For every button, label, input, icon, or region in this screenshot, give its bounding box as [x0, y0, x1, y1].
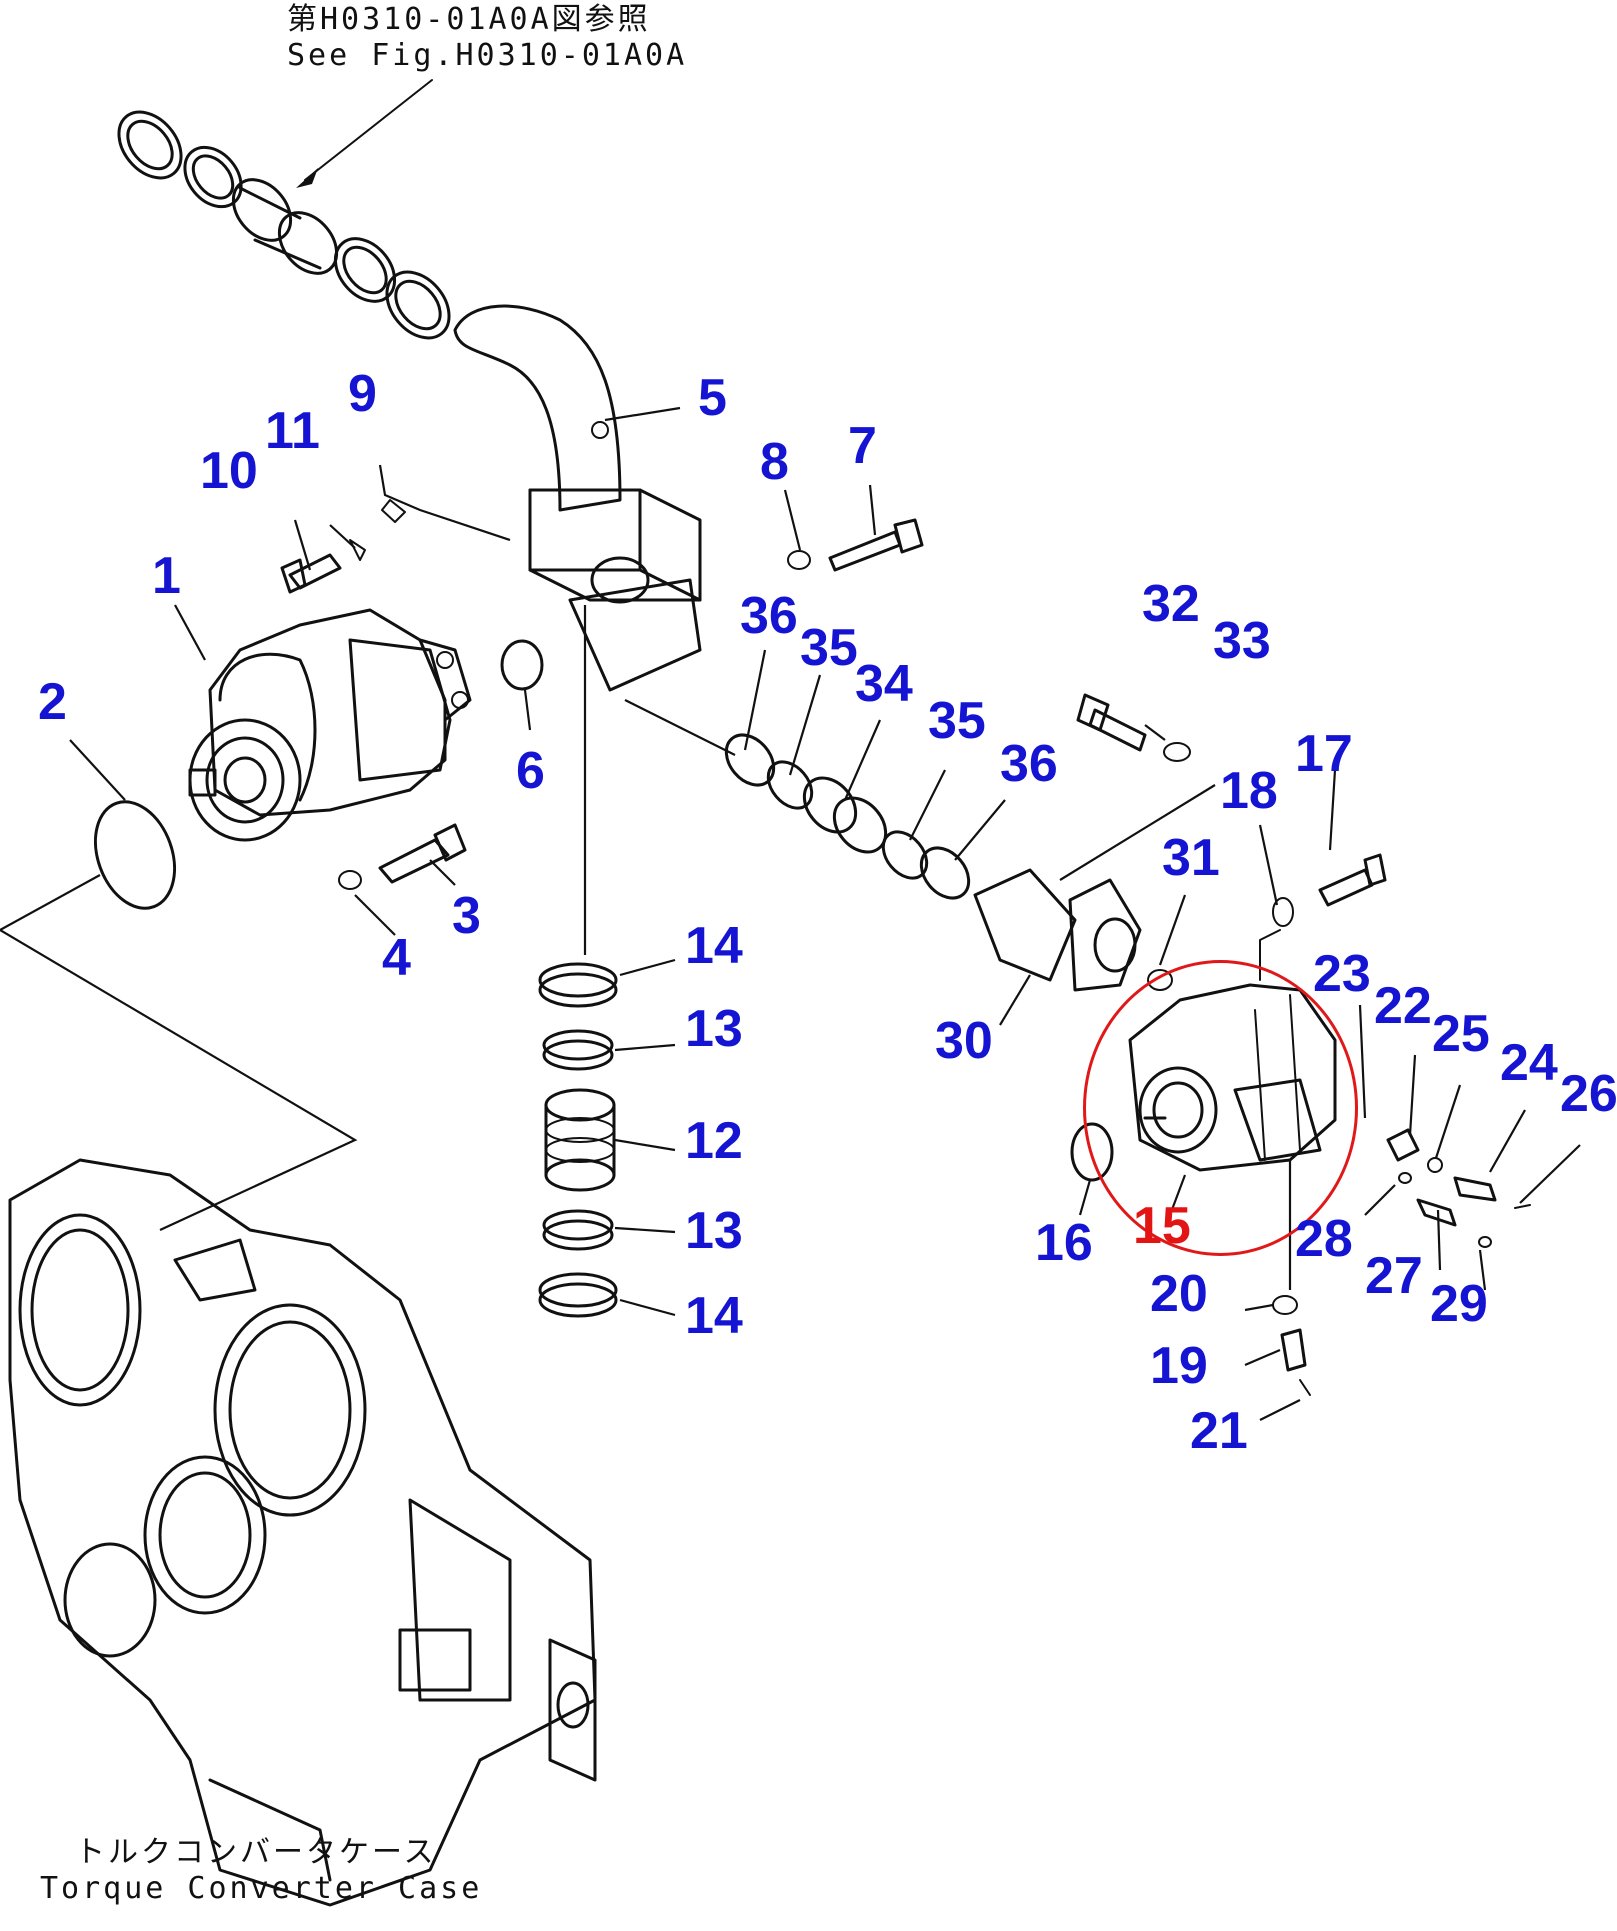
callout-10[interactable]: 10 — [200, 442, 258, 500]
callout-4[interactable]: 4 — [382, 929, 411, 987]
callout-16[interactable]: 16 — [1035, 1214, 1093, 1272]
callout-17[interactable]: 17 — [1295, 725, 1353, 783]
o-ring-6 — [500, 639, 544, 691]
callout-5[interactable]: 5 — [698, 369, 727, 427]
callout-35-right[interactable]: 35 — [928, 692, 986, 750]
callout-8[interactable]: 8 — [760, 433, 789, 491]
elbow-pipe — [453, 304, 702, 692]
callout-36-left[interactable]: 36 — [740, 587, 798, 645]
case-label-en: Torque Converter Case — [40, 1871, 483, 1906]
lower-hose-stack — [538, 605, 618, 1318]
upper-hose-assembly — [117, 110, 451, 340]
callout-28[interactable]: 28 — [1295, 1210, 1353, 1268]
callout-23[interactable]: 23 — [1313, 945, 1371, 1003]
callout-24[interactable]: 24 — [1500, 1034, 1558, 1092]
callout-11[interactable]: 11 — [265, 402, 320, 460]
callout-19[interactable]: 19 — [1150, 1337, 1208, 1395]
callout-6[interactable]: 6 — [516, 742, 545, 800]
callout-21[interactable]: 21 — [1190, 1402, 1248, 1460]
callout-34[interactable]: 34 — [855, 655, 913, 713]
callout-12[interactable]: 12 — [685, 1112, 743, 1170]
callout-15[interactable]: 15 — [1133, 1197, 1191, 1255]
callout-35-left[interactable]: 35 — [800, 619, 858, 677]
callout-20[interactable]: 20 — [1150, 1265, 1208, 1323]
callout-14-upper[interactable]: 14 — [685, 917, 743, 975]
reference-jp: 第H0310-01A0A図参照 — [287, 2, 651, 37]
callout-7[interactable]: 7 — [848, 417, 877, 475]
callout-25[interactable]: 25 — [1432, 1005, 1490, 1063]
case-label-jp: トルクコンバータケース — [75, 1835, 437, 1870]
callout-29[interactable]: 29 — [1430, 1275, 1488, 1333]
highlight-circle — [1083, 960, 1358, 1256]
case-label: トルクコンバータケース Torque Converter Case — [40, 1835, 482, 1907]
small-hardware — [280, 499, 924, 890]
callout-13-lower[interactable]: 13 — [685, 1202, 743, 1260]
callout-31[interactable]: 31 — [1162, 829, 1220, 887]
callout-3[interactable]: 3 — [452, 887, 481, 945]
front-pump — [188, 608, 472, 842]
middle-hose-set — [624, 699, 971, 900]
elbow-fitting-30 — [973, 868, 1173, 992]
callout-18[interactable]: 18 — [1220, 762, 1278, 820]
callout-30[interactable]: 30 — [935, 1012, 993, 1070]
torque-converter-case — [8, 1158, 597, 1907]
callout-26[interactable]: 26 — [1560, 1065, 1617, 1123]
reference-arrow — [296, 79, 433, 188]
callout-22[interactable]: 22 — [1374, 977, 1432, 1035]
o-ring-2 — [93, 800, 177, 910]
reference-note: 第H0310-01A0A図参照 See Fig.H0310-01A0A — [287, 2, 687, 74]
callout-36-right[interactable]: 36 — [1000, 735, 1058, 793]
callout-13-upper[interactable]: 13 — [685, 1000, 743, 1058]
right-hardware — [1076, 693, 1531, 1248]
callout-27[interactable]: 27 — [1365, 1247, 1423, 1305]
callout-1[interactable]: 1 — [152, 547, 181, 605]
callout-2[interactable]: 2 — [38, 673, 67, 731]
callout-9[interactable]: 9 — [348, 365, 377, 423]
callout-33[interactable]: 33 — [1213, 612, 1271, 670]
reference-en: See Fig.H0310-01A0A — [287, 38, 688, 73]
leader-lines — [0, 406, 1581, 1421]
callout-14-lower[interactable]: 14 — [685, 1287, 743, 1345]
callout-32[interactable]: 32 — [1142, 575, 1200, 633]
